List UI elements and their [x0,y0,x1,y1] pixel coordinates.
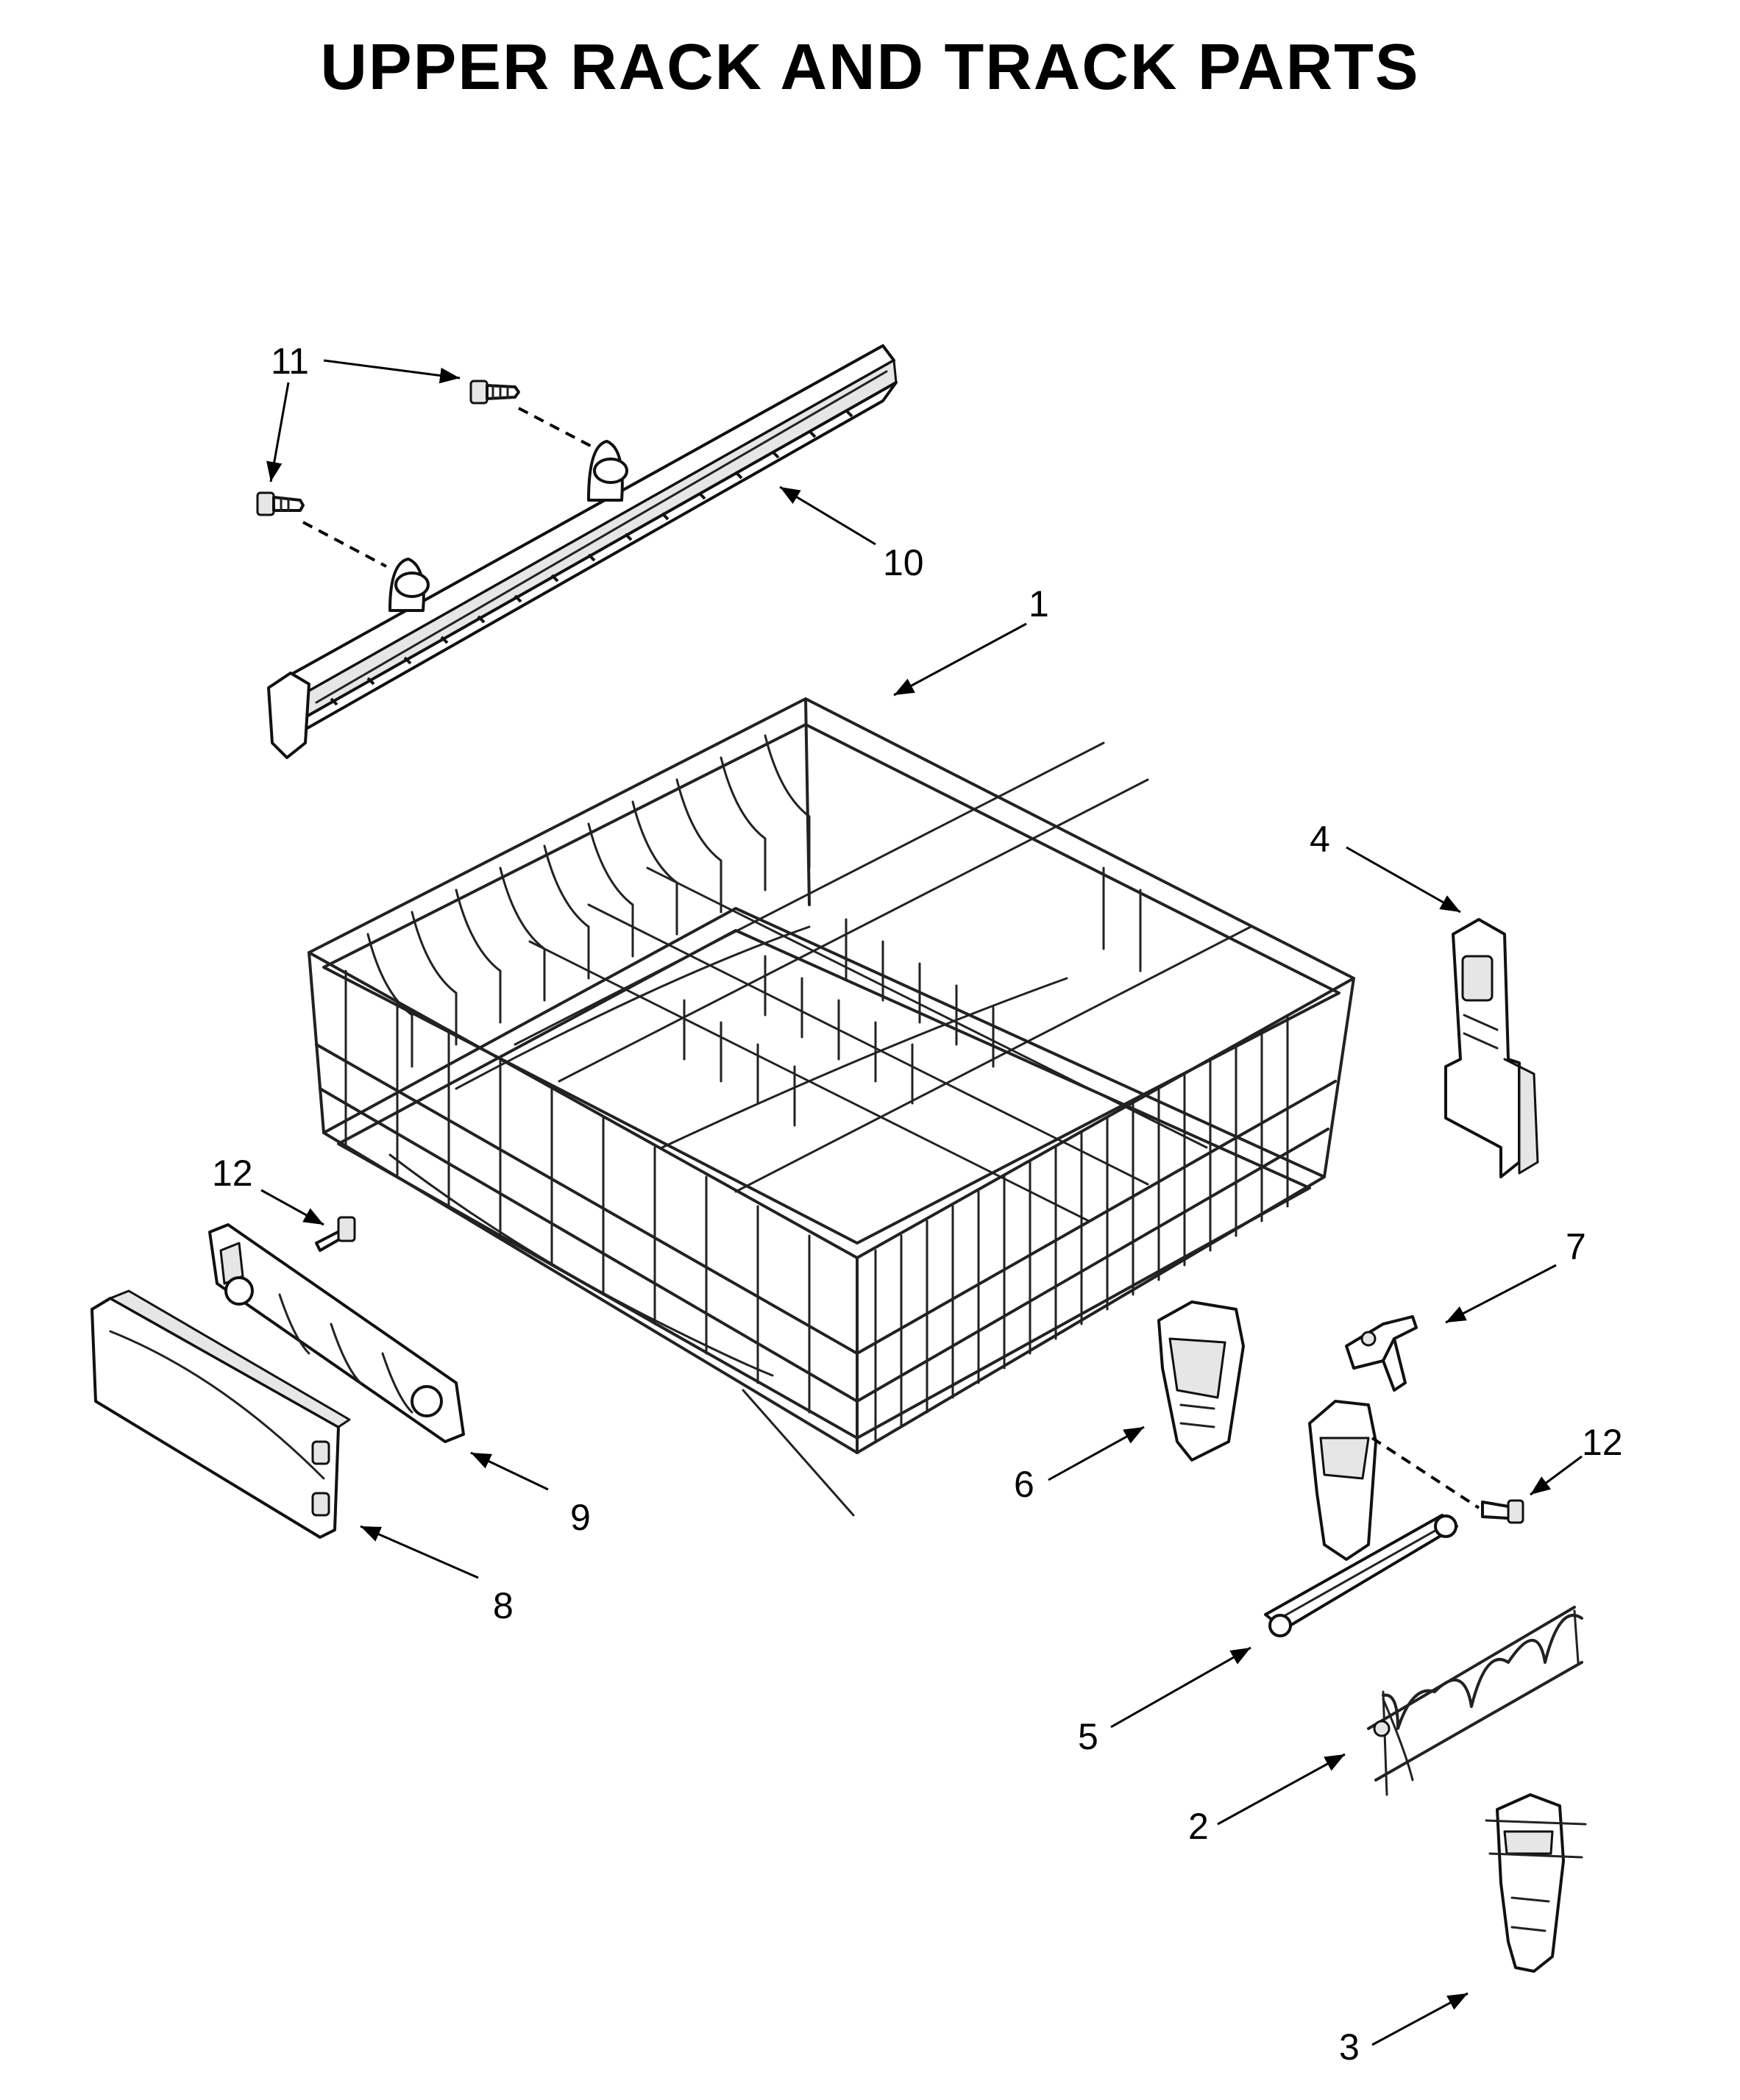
callout-leaders [260,359,1583,2046]
screw-part-11-left [256,491,305,516]
clip-part-3 [1485,1793,1587,1973]
leader-11-b [266,382,290,483]
callout-12-right: 12 [1582,1422,1623,1463]
callout-7: 7 [1566,1226,1586,1267]
leader-12-left [260,1189,324,1226]
diagram-title: UPPER RACK AND TRACK PARTS [320,30,1420,103]
leader-5 [1110,1646,1251,1729]
callout-12-left: 12 [212,1153,253,1194]
callout-5: 5 [1078,1716,1098,1757]
upper-rack-track-part-10 [267,344,898,759]
rack-adjuster-part-4 [1444,918,1539,1178]
callout-11: 11 [271,341,309,382]
fold-down-tine-part-2 [1367,1606,1583,1796]
end-cap-bracket-part-9 [208,1223,465,1443]
leader-12-right [1530,1455,1583,1496]
leader-11-a [323,359,461,384]
leader-1 [893,622,1027,697]
rack-adjuster-part-5 [1264,1400,1480,1637]
screw-11-top-alignment-line [518,407,597,450]
callout-2: 2 [1188,1806,1209,1847]
leader-6 [1048,1425,1145,1481]
screw-part-12-right [1481,1499,1524,1524]
rack-adjuster-part-6 [1157,1300,1245,1462]
clip-part-7 [1345,1315,1418,1392]
screw-11-left-alignment-line [302,521,387,568]
callout-8: 8 [493,1585,514,1626]
screw-part-11-top [469,380,520,405]
leader-10 [779,485,876,546]
callout-3: 3 [1339,2026,1360,2068]
leader-8 [360,1525,479,1579]
callout-1: 1 [1029,583,1049,624]
callout-6: 6 [1014,1464,1034,1505]
callout-labels: 1 2 3 4 5 6 7 8 9 10 11 12 12 [212,341,1623,2068]
leader-9 [470,1451,549,1491]
leader-7 [1445,1264,1557,1324]
rack-end-cap-part-8 [90,1289,351,1539]
leader-2 [1217,1753,1346,1826]
callout-9: 9 [570,1497,591,1538]
callout-10: 10 [883,542,924,583]
upper-rack-part-1 [308,697,1355,1517]
callout-4: 4 [1310,819,1330,860]
screw-part-12-left [315,1216,356,1252]
leader-4 [1346,846,1461,914]
leader-3 [1371,1992,1469,2046]
